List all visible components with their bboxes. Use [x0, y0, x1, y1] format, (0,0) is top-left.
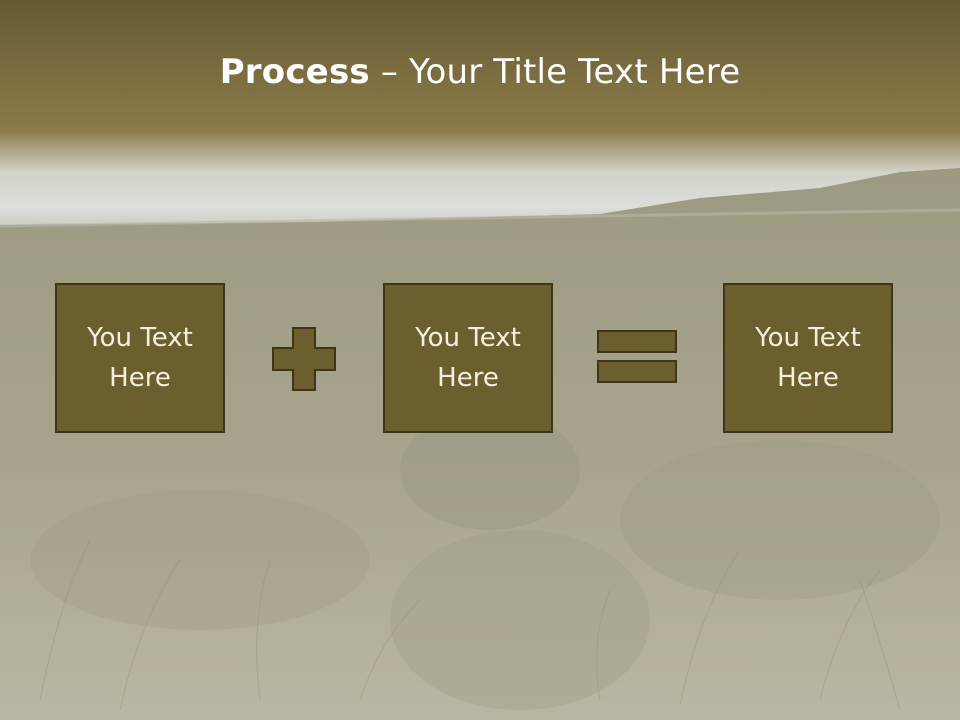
- step-2-label: You Text Here: [415, 323, 521, 393]
- title-bar: Process – Your Title Text Here: [0, 0, 960, 150]
- step-1-label: You Text Here: [87, 323, 193, 393]
- title-bold-text: Process: [219, 52, 370, 92]
- process-step-1: You Text Here: [55, 283, 225, 433]
- plus-icon: [272, 327, 336, 391]
- process-step-3: You Text Here: [723, 283, 893, 433]
- title-rest-text: – Your Title Text Here: [369, 52, 741, 92]
- process-step-2: You Text Here: [383, 283, 553, 433]
- equals-icon: [597, 330, 677, 383]
- step-3-label: You Text Here: [755, 323, 861, 393]
